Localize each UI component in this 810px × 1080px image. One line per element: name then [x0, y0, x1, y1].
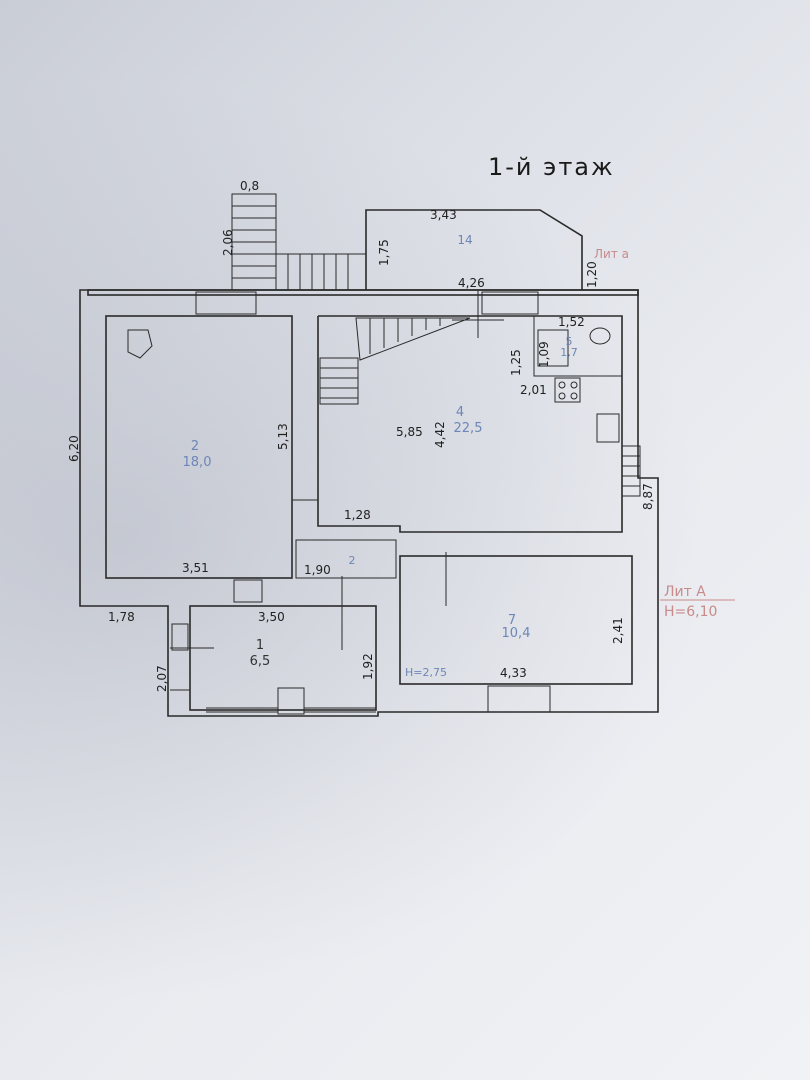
- dim-bath-width: 1,52: [558, 315, 585, 329]
- lit-a-line2: Н=6,10: [664, 604, 717, 620]
- room-7-area: 10,4: [502, 626, 531, 641]
- room-1-outline: [189, 605, 377, 711]
- door-left: [171, 623, 189, 651]
- dim-main-top: 4,26: [458, 276, 485, 290]
- room-1-number: 1: [256, 638, 264, 653]
- dim-corr-bottom: 1,90: [304, 563, 331, 577]
- room-5-number: 5: [566, 335, 573, 348]
- dim-corr-width: 1,28: [344, 508, 371, 522]
- sink-icon: [596, 413, 620, 443]
- room-5-area: 1,7: [560, 346, 578, 359]
- room-1-area: 6,5: [250, 654, 271, 669]
- dim-room7-width: 4,33: [500, 666, 527, 680]
- dim-hall-height: 4,42: [433, 421, 447, 448]
- dim-veranda-width: 3,43: [430, 208, 457, 222]
- dim-bath-h2: 1,09: [537, 341, 551, 368]
- lit-a-small: Лит а: [594, 247, 629, 261]
- window-top-right: [481, 291, 539, 315]
- stove-icon: [554, 377, 581, 403]
- window-top-left: [195, 291, 257, 315]
- corridor-outline: [295, 539, 397, 579]
- dim-veranda-height: 1,75: [377, 239, 391, 266]
- lit-a-line1: Лит А: [664, 584, 706, 600]
- dim-room1-height: 1,92: [361, 653, 375, 680]
- toilet-icon: [589, 327, 611, 345]
- dim-room2-height: 5,13: [276, 423, 290, 450]
- window-mid: [233, 579, 263, 603]
- room-2-number: 2: [191, 439, 199, 454]
- porch-stair-steps: [232, 205, 276, 279]
- stove-block: [277, 687, 305, 715]
- dim-room7-label: Н=2,75: [405, 666, 447, 679]
- room-14-outline: [365, 209, 583, 290]
- dim-left-offset: 1,78: [108, 610, 135, 624]
- dim-right-total: 8,87: [641, 483, 655, 510]
- dim-bath-bottom: 2,01: [520, 383, 547, 397]
- right-stairs: [621, 445, 641, 497]
- veranda-stairs: [275, 253, 367, 291]
- dim-room1-width: 3,50: [258, 610, 285, 624]
- room-3-number: 2: [349, 554, 356, 567]
- outer-wall: [79, 289, 659, 717]
- floor-title: 1-й этаж: [488, 153, 615, 181]
- dim-room1-left: 2,07: [155, 665, 169, 692]
- document-icon: [127, 329, 153, 359]
- lower-stairs: [319, 357, 359, 405]
- dim-room2-width: 3,51: [182, 561, 209, 575]
- dim-room7-height: 2,41: [611, 617, 625, 644]
- dim-left-total: 6,20: [67, 435, 81, 462]
- room-2-area: 18,0: [183, 455, 212, 470]
- room-14-number: 14: [457, 233, 472, 247]
- window-bottom: [487, 685, 551, 713]
- room-7-outline: [399, 555, 633, 685]
- room-4-area: 22,5: [454, 421, 483, 436]
- dim-porch-height: 2,06: [221, 229, 235, 256]
- inner-staircase: [355, 317, 471, 361]
- room-7-number: 7: [508, 613, 516, 628]
- bath-tub: [537, 329, 569, 367]
- dim-veranda-right: 1,20: [585, 261, 599, 288]
- dim-hall-width: 5,85: [396, 425, 423, 439]
- room-4-number: 4: [456, 405, 464, 420]
- dim-bath-h1: 1,25: [509, 349, 523, 376]
- room-5-outline: [533, 315, 623, 377]
- top-wall: [87, 289, 639, 296]
- dim-porch-width: 0,8: [240, 179, 259, 193]
